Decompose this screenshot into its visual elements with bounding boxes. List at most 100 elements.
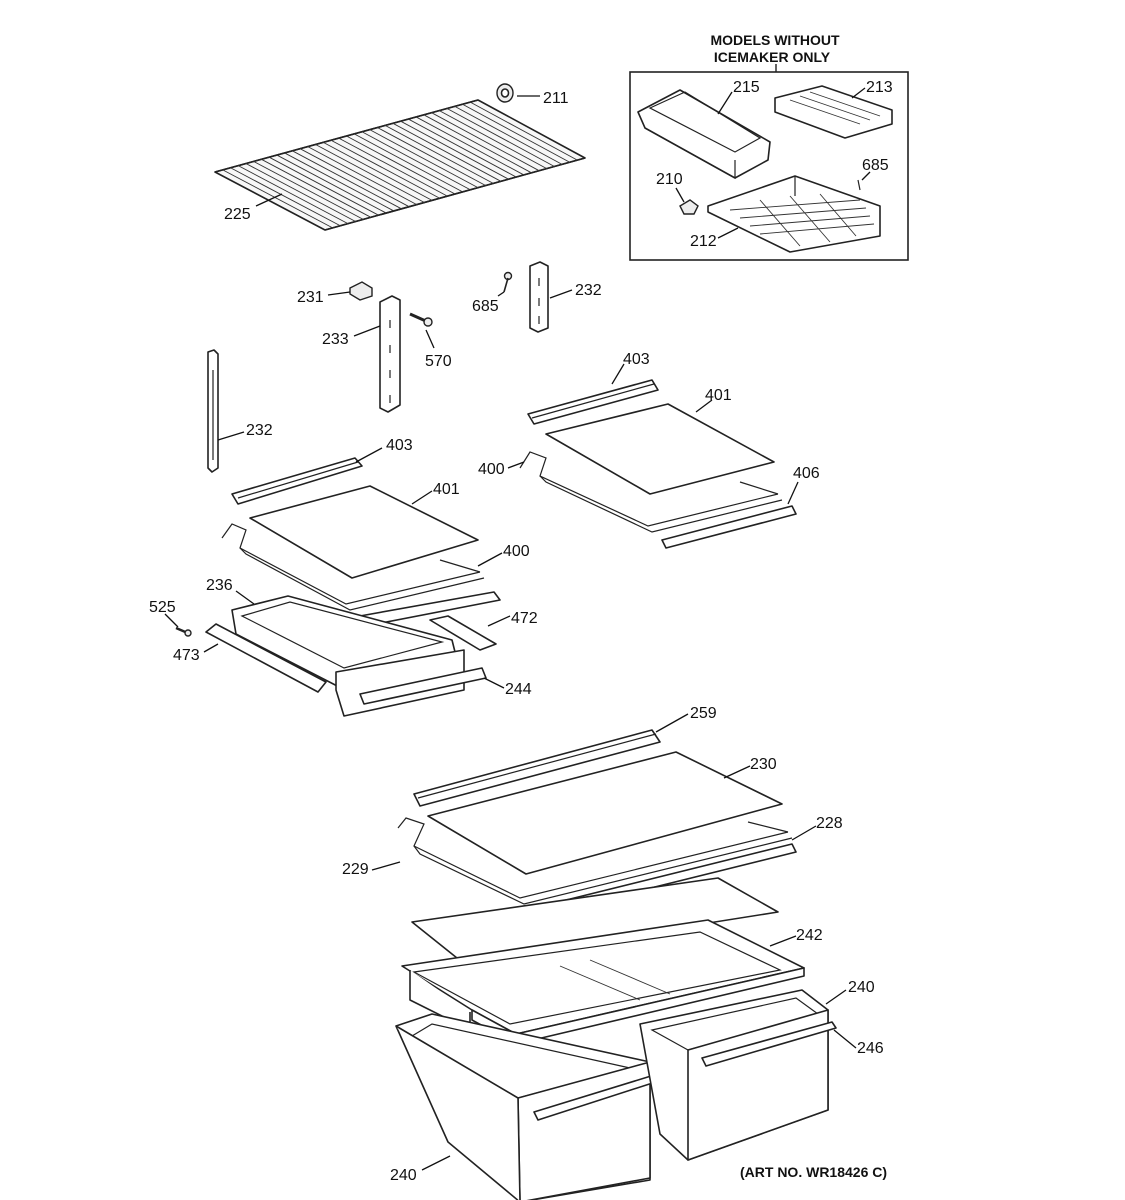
callout-685-inset: 685 bbox=[862, 157, 889, 174]
callout-246-right: 246 bbox=[857, 1040, 884, 1057]
shelf-wire-rod bbox=[222, 169, 333, 229]
art-number: (ART NO. WR18426 C) bbox=[740, 1164, 887, 1180]
shelf-wire-rod bbox=[307, 146, 417, 205]
part-glass-230 bbox=[427, 751, 783, 875]
inset-heading-line2: ICEMAKER ONLY bbox=[714, 49, 831, 65]
callout-236: 236 bbox=[206, 577, 233, 594]
part-crisper-240-right bbox=[639, 989, 837, 1161]
part-frame-400-right bbox=[519, 451, 783, 533]
callout-213: 213 bbox=[866, 79, 893, 96]
callout-401-left: 401 bbox=[433, 481, 460, 498]
shelf-wire-rod bbox=[315, 144, 425, 203]
callout-215: 215 bbox=[733, 79, 760, 96]
shelf-wire-rod bbox=[470, 101, 578, 161]
shelf-wire-rod bbox=[392, 122, 502, 182]
part-screw-685-inset bbox=[857, 179, 861, 191]
icemaker-inset: MODELS WITHOUT ICEMAKER ONLY bbox=[629, 32, 909, 261]
shelf-wire-rod bbox=[354, 133, 463, 193]
shelf-wire-rod bbox=[439, 110, 547, 169]
callout-401-right: 401 bbox=[705, 387, 732, 404]
callout-570: 570 bbox=[425, 353, 452, 370]
shelf-wire-rod bbox=[245, 163, 356, 222]
shelf-wire-rod bbox=[284, 152, 395, 212]
shelf-wire-rod bbox=[323, 141, 433, 201]
callout-229: 229 bbox=[342, 861, 369, 878]
part-glass-401-left bbox=[249, 485, 479, 579]
shelf-wire-rod bbox=[408, 118, 517, 178]
callout-244: 244 bbox=[505, 681, 532, 698]
shelf-wire-rod bbox=[292, 150, 402, 210]
shelf-wire-rod bbox=[299, 148, 410, 208]
part-shelf-cap-211 bbox=[496, 83, 514, 103]
callout-240-right: 240 bbox=[848, 979, 875, 996]
part-rail-232-right bbox=[529, 261, 549, 333]
shelf-wire-rod bbox=[369, 129, 479, 189]
inset-frame bbox=[629, 71, 909, 261]
shelf-wire-rod bbox=[431, 112, 540, 172]
callout-473: 473 bbox=[173, 647, 200, 664]
shelf-wire-rod bbox=[276, 154, 387, 214]
part-clip-210 bbox=[679, 199, 699, 215]
callout-231: 231 bbox=[297, 289, 324, 306]
shelf-wire-rod bbox=[415, 116, 525, 176]
shelf-wire-rod bbox=[377, 127, 486, 186]
part-ice-tray-213 bbox=[774, 85, 893, 139]
part-screw-570 bbox=[409, 312, 433, 327]
part-frame-229 bbox=[397, 817, 793, 905]
callout-406: 406 bbox=[793, 465, 820, 482]
callout-211: 211 bbox=[543, 90, 569, 107]
shelf-wire-rod bbox=[230, 167, 341, 227]
shelf-wire-rod bbox=[384, 125, 494, 184]
part-trim-406 bbox=[661, 505, 797, 549]
shelf-wire-rod bbox=[330, 139, 440, 199]
part-crisper-240-left bbox=[395, 1013, 669, 1200]
callout-403-left: 403 bbox=[386, 437, 413, 454]
part-rail-233 bbox=[379, 295, 401, 413]
callout-403-right: 403 bbox=[623, 351, 650, 368]
shelf-wire-rod bbox=[346, 135, 456, 195]
shelf-wire-rod bbox=[338, 137, 448, 197]
shelf-wire-rod bbox=[454, 105, 563, 165]
callout-230: 230 bbox=[750, 756, 777, 773]
callout-400-right: 400 bbox=[478, 461, 505, 478]
part-slide-473 bbox=[205, 623, 327, 693]
part-wire-shelf-225 bbox=[214, 99, 586, 231]
part-trim-403-right bbox=[527, 379, 659, 425]
inset-heading-line1: MODELS WITHOUT bbox=[710, 32, 840, 48]
shelf-wire-rod bbox=[446, 108, 555, 167]
callout-472: 472 bbox=[511, 610, 538, 627]
callout-242: 242 bbox=[796, 927, 823, 944]
part-trim-403-left bbox=[231, 457, 363, 505]
shelf-wire-rod bbox=[237, 165, 349, 225]
part-ice-rack-212 bbox=[707, 175, 881, 253]
part-block-231 bbox=[349, 281, 373, 301]
callout-685: 685 bbox=[472, 298, 499, 315]
callout-225: 225 bbox=[224, 206, 251, 223]
part-glass-401-right bbox=[545, 403, 775, 495]
shelf-wire-rod bbox=[268, 156, 379, 216]
callout-240-left: 240 bbox=[390, 1167, 417, 1184]
part-screw-685 bbox=[503, 271, 513, 293]
callout-400-left: 400 bbox=[503, 543, 530, 560]
part-crisper-cover-glass bbox=[411, 877, 779, 963]
shelf-wire-rod bbox=[400, 120, 509, 180]
shelf-wire-rod bbox=[261, 158, 372, 218]
callout-525: 525 bbox=[149, 599, 176, 616]
callout-232-left: 232 bbox=[246, 422, 273, 439]
callout-232-right: 232 bbox=[575, 282, 602, 299]
callout-228: 228 bbox=[816, 815, 843, 832]
shelf-wire-rod bbox=[361, 131, 471, 191]
shelf-wire-rod bbox=[423, 114, 532, 174]
shelf-wire-rod bbox=[462, 103, 570, 163]
callout-210: 210 bbox=[656, 171, 683, 188]
part-ice-bucket-215 bbox=[637, 89, 771, 180]
callout-259: 259 bbox=[690, 705, 717, 722]
part-screw-525 bbox=[175, 626, 192, 637]
part-frame-400-left bbox=[221, 523, 485, 611]
part-trim-244 bbox=[359, 667, 487, 705]
callout-233: 233 bbox=[322, 331, 349, 348]
shelf-wire-rod bbox=[253, 161, 364, 220]
part-rail-232-left bbox=[207, 349, 219, 473]
part-slide-472 bbox=[429, 615, 497, 651]
